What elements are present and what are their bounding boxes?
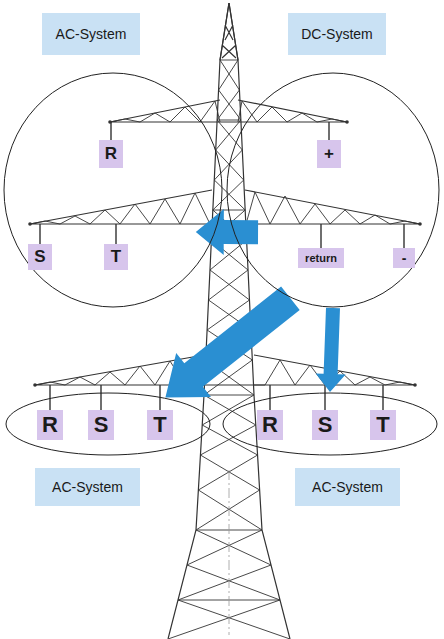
conductor-label: return: [305, 252, 337, 264]
system-ellipse: AC-SystemRST: [5, 392, 211, 456]
system-label: AC-System: [295, 468, 400, 506]
conductor-box: S: [28, 244, 52, 270]
ellipse-line: [223, 393, 437, 455]
conductor-label: T: [111, 247, 121, 267]
conductor-box: T: [147, 410, 173, 440]
system-ellipse: AC-SystemRST: [222, 392, 438, 456]
flow-arrow: [196, 209, 258, 255]
conductor-label: S: [34, 247, 45, 267]
conductor-label: -: [402, 250, 407, 266]
conductor-box: T: [104, 244, 128, 270]
system-name: AC-System: [312, 479, 383, 495]
conductor-label: R: [262, 412, 278, 438]
system-label: DC-System: [288, 13, 386, 55]
system-ellipse: DC-System+return-: [226, 72, 440, 308]
conductor-box: T: [370, 410, 396, 440]
conductor-box: S: [312, 410, 338, 440]
system-label: AC-System: [42, 13, 140, 55]
conductor-box: R: [99, 140, 123, 168]
system-name: DC-System: [301, 26, 373, 42]
conductor-box: S: [88, 410, 114, 440]
conductor-label: R: [42, 412, 58, 438]
conductor-box: +: [317, 140, 341, 168]
system-name: AC-System: [52, 479, 123, 495]
ellipse-line: [4, 73, 222, 307]
flow-arrow: [165, 287, 299, 398]
conductor-label: S: [94, 412, 109, 438]
ellipse-outline: [3, 72, 223, 308]
conductor-label: T: [376, 412, 389, 438]
conductor-box: return: [298, 248, 344, 268]
conductor-label: +: [324, 144, 334, 164]
system-name: AC-System: [56, 26, 127, 42]
conductor-label: S: [318, 412, 333, 438]
ellipse-line: [227, 73, 439, 307]
system-ellipse: AC-SystemRST: [3, 72, 223, 308]
conductor-label: R: [105, 144, 117, 164]
ellipse-outline: [226, 72, 440, 308]
conductor-box: R: [257, 410, 283, 440]
flow-arrow: [316, 308, 346, 392]
system-label: AC-System: [35, 468, 140, 506]
conductor-label: T: [153, 412, 166, 438]
conductor-box: -: [393, 248, 415, 268]
conductor-box: R: [37, 410, 63, 440]
ellipse-line: [6, 393, 210, 455]
